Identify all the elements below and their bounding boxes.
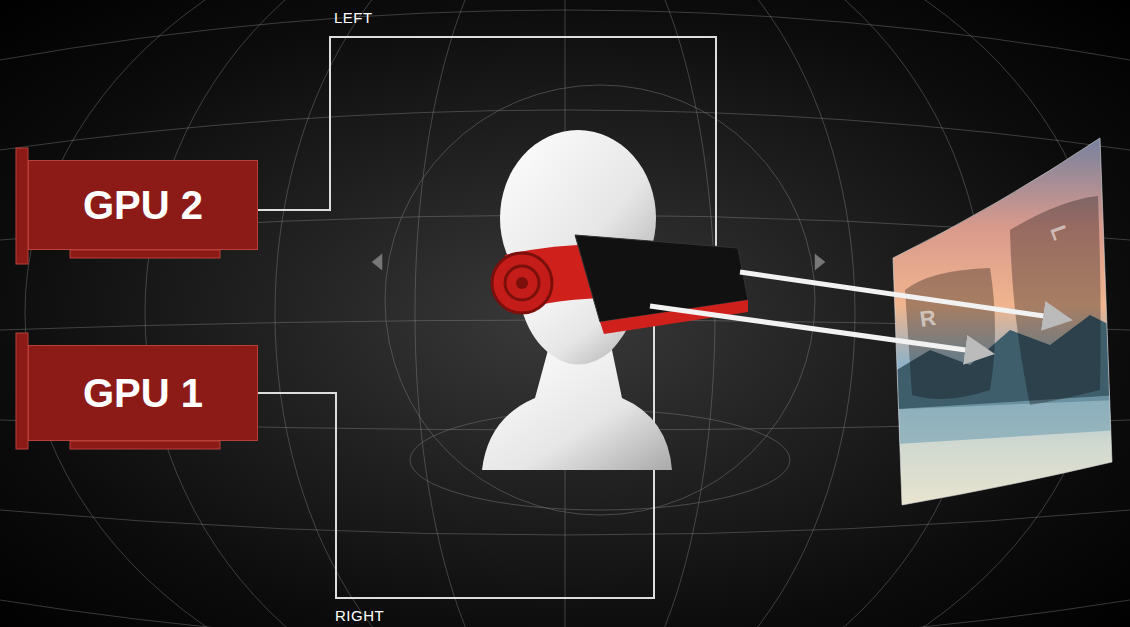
channel-label: LEFT bbox=[334, 9, 373, 26]
vr-headset bbox=[492, 235, 748, 334]
display-screen bbox=[880, 130, 1120, 520]
channel-label: RIGHT bbox=[335, 607, 384, 624]
gpu-card: GPU 2 bbox=[28, 160, 258, 250]
gpu-label: GPU 1 bbox=[83, 371, 203, 416]
eye-label: R bbox=[918, 305, 938, 333]
gpu-card: GPU 1 bbox=[28, 345, 258, 441]
hud-rings bbox=[372, 85, 825, 515]
gpu-label: GPU 2 bbox=[83, 183, 203, 228]
view-arrows bbox=[650, 272, 1058, 352]
